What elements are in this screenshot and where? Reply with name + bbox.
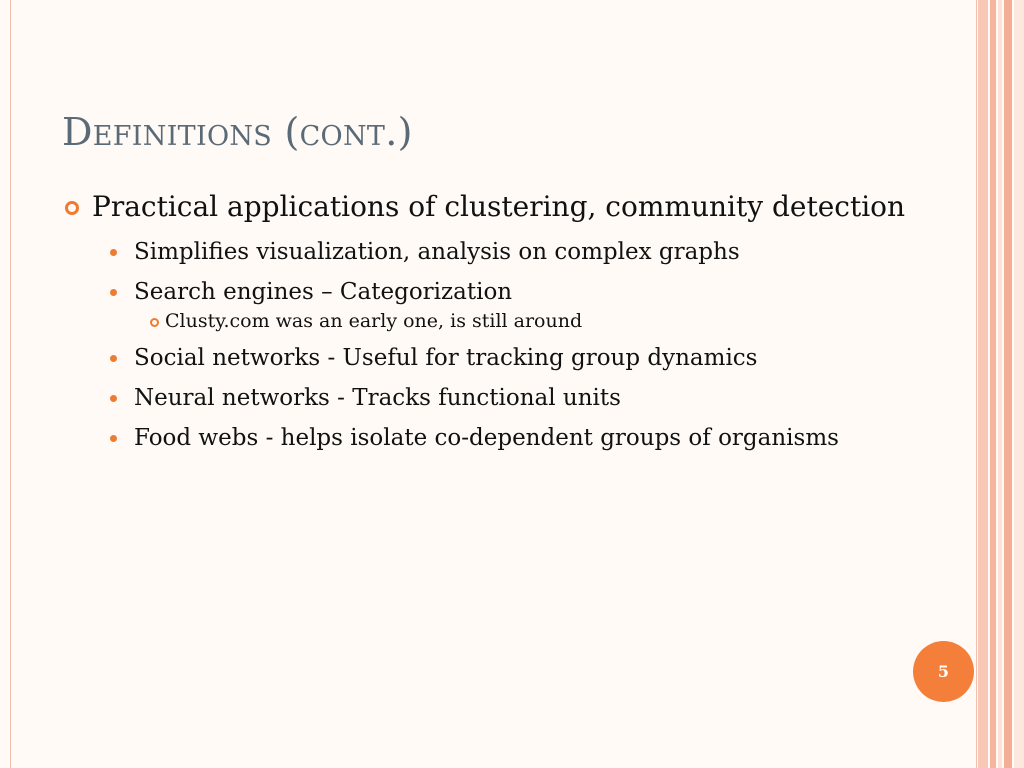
bullet-text: Social networks - Useful for tracking gr… [134,345,758,371]
bullet-text: Practical applications of clustering, co… [92,190,906,223]
bullet-item-level-2: Neural networks - Tracks functional unit… [62,380,922,416]
bullet-item-level-2: Food webs - helps isolate co-dependent g… [62,420,922,456]
bullet-item-level-2: Social networks - Useful for tracking gr… [62,340,922,376]
bullet-text: Simplifies visualization, analysis on co… [134,239,740,265]
decorative-right-stripe [1014,0,1024,768]
decorative-right-stripe [998,0,1002,768]
bullet-text: Clusty.com was an early one, is still ar… [165,310,583,332]
bullet-text: Food webs - helps isolate co-dependent g… [134,425,839,451]
bullet-text: Search engines – Categorization [134,279,513,305]
dot-bullet-icon [110,395,117,402]
bullet-item-level-3: Clusty.com was an early one, is still ar… [62,308,922,334]
bullet-item-level-2: Simplifies visualization, analysis on co… [62,234,922,270]
dot-bullet-icon [110,435,117,442]
ring-bullet-icon [150,318,159,327]
bullet-list: Practical applications of clustering, co… [62,188,922,456]
ring-bullet-icon [65,201,79,215]
dot-bullet-icon [110,289,117,296]
slide-title: Definitions (cont.) [62,110,413,154]
bullet-item-level-2: Search engines – Categorization [62,274,922,310]
bullet-text: Neural networks - Tracks functional unit… [134,385,621,411]
dot-bullet-icon [110,355,117,362]
page-number-badge: 5 [913,641,974,702]
dot-bullet-icon [110,249,117,256]
decorative-right-stripe [990,0,996,768]
decorative-right-stripe [1004,0,1012,768]
bullet-item-level-1: Practical applications of clustering, co… [62,188,922,226]
slide-frame [10,0,977,768]
decorative-right-stripe [978,0,988,768]
